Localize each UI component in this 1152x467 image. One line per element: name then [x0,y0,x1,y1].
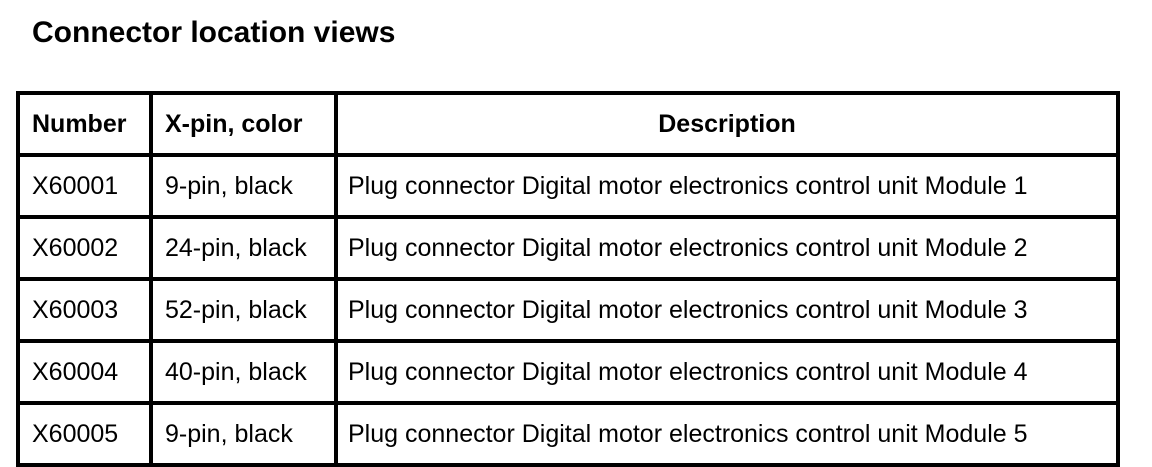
table-row: X60003 52-pin, black Plug connector Digi… [16,277,1120,343]
cell-pin-color: 52-pin, black [149,277,338,343]
cell-pin-color: 24-pin, black [149,215,338,281]
table-row: X60002 24-pin, black Plug connector Digi… [16,215,1120,281]
cell-description: Plug connector Digital motor electronics… [334,401,1120,467]
cell-number: X60004 [16,339,153,405]
connector-table-container: Number X-pin, color Description X60001 9… [16,91,1120,467]
cell-description: Plug connector Digital motor electronics… [334,215,1120,281]
header-description: Description [334,91,1120,157]
connector-table: Number X-pin, color Description X60001 9… [16,91,1120,467]
cell-number: X60005 [16,401,153,467]
cell-description: Plug connector Digital motor electronics… [334,277,1120,343]
table-header-row: Number X-pin, color Description [16,91,1120,157]
cell-number: X60001 [16,153,153,219]
table-row: X60005 9-pin, black Plug connector Digit… [16,401,1120,467]
table-row: X60001 9-pin, black Plug connector Digit… [16,153,1120,219]
cell-description: Plug connector Digital motor electronics… [334,339,1120,405]
header-number: Number [16,91,153,157]
cell-pin-color: 9-pin, black [149,401,338,467]
cell-number: X60002 [16,215,153,281]
cell-pin-color: 40-pin, black [149,339,338,405]
cell-number: X60003 [16,277,153,343]
table-row: X60004 40-pin, black Plug connector Digi… [16,339,1120,405]
header-pin-color: X-pin, color [149,91,338,157]
cell-description: Plug connector Digital motor electronics… [334,153,1120,219]
cell-pin-color: 9-pin, black [149,153,338,219]
page-title: Connector location views [32,16,396,49]
